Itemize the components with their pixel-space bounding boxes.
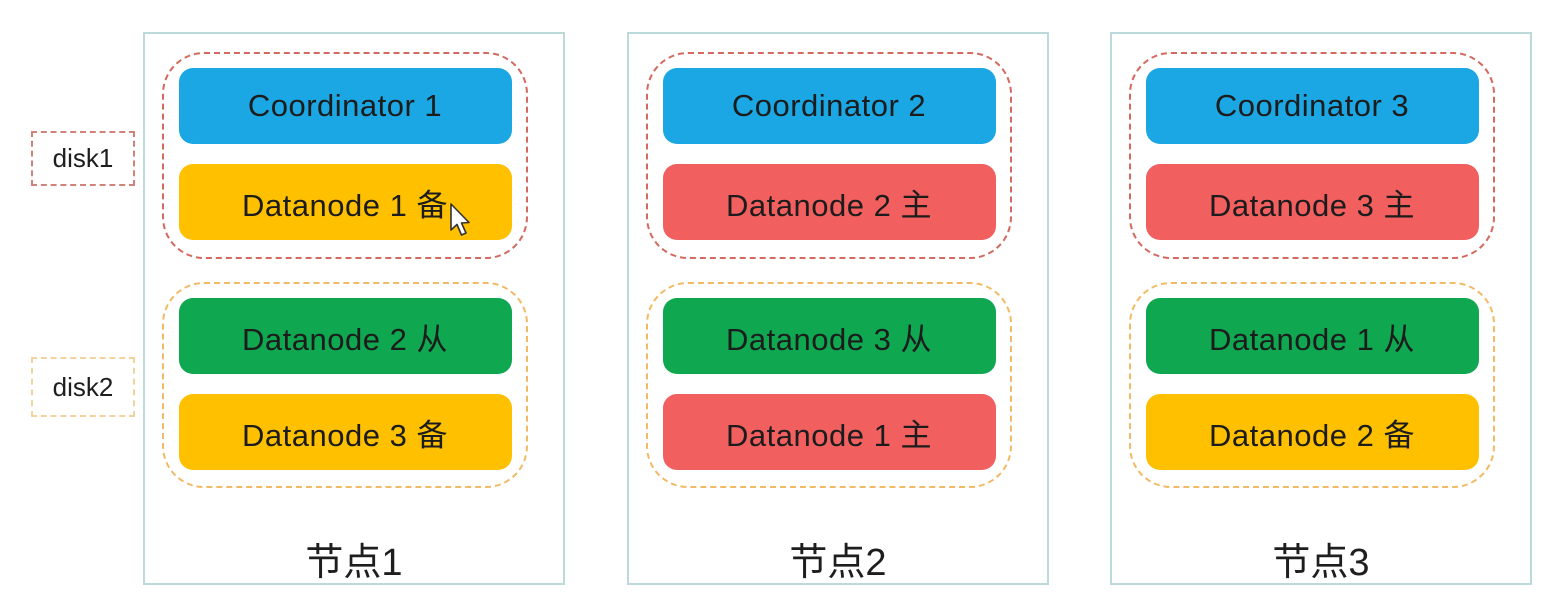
node-1-disk1-group: Coordinator 1 Datanode 1 备: [162, 52, 528, 259]
datanode-3-primary-block: Datanode 3 主: [1145, 164, 1479, 240]
node-2-title: 节点2: [789, 542, 887, 584]
coordinator-2-block: Coordinator 2: [662, 68, 996, 144]
node-1-title: 节点1: [305, 542, 403, 584]
node-2-container: Coordinator 2 Datanode 2 主 Datanode 3 从 …: [627, 32, 1049, 585]
disk2-label: disk2: [31, 357, 135, 417]
datanode-2-follower-block: Datanode 2 从: [178, 298, 512, 374]
node-3-container: Coordinator 3 Datanode 3 主 Datanode 1 从 …: [1110, 32, 1532, 585]
datanode-3-standby-block: Datanode 3 备: [178, 394, 512, 470]
datanode-3-follower-block: Datanode 3 从: [662, 298, 996, 374]
node-1-container: Coordinator 1 Datanode 1 备 Datanode 2 从 …: [143, 32, 565, 585]
node-3-disk2-group: Datanode 1 从 Datanode 2 备: [1129, 282, 1495, 488]
node-2-disk2-group: Datanode 3 从 Datanode 1 主: [646, 282, 1012, 488]
datanode-1-standby-block: Datanode 1 备: [178, 164, 512, 240]
datanode-1-follower-block: Datanode 1 从: [1145, 298, 1479, 374]
node-3-disk1-group: Coordinator 3 Datanode 3 主: [1129, 52, 1495, 259]
datanode-2-standby-block: Datanode 2 备: [1145, 394, 1479, 470]
disk1-label: disk1: [31, 131, 135, 186]
node-2-disk1-group: Coordinator 2 Datanode 2 主: [646, 52, 1012, 259]
node-3-title: 节点3: [1272, 542, 1370, 584]
coordinator-1-block: Coordinator 1: [178, 68, 512, 144]
datanode-2-primary-block: Datanode 2 主: [662, 164, 996, 240]
node-1-disk2-group: Datanode 2 从 Datanode 3 备: [162, 282, 528, 488]
datanode-1-primary-block: Datanode 1 主: [662, 394, 996, 470]
coordinator-3-block: Coordinator 3: [1145, 68, 1479, 144]
